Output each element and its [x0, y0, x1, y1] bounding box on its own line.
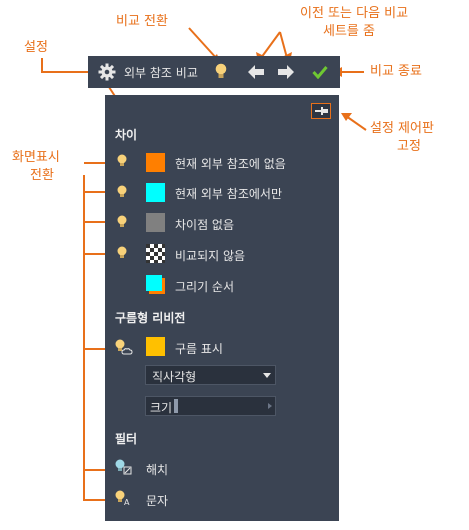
- hatch-label: 해치: [146, 463, 169, 477]
- color-swatch[interactable]: [146, 337, 165, 356]
- text-label: 문자: [146, 494, 169, 508]
- show-cloud-label: 구름 표시: [175, 342, 223, 356]
- annotation-pin-2: 고정: [397, 139, 421, 154]
- checker-swatch[interactable]: [146, 244, 165, 263]
- row-label: 현재 외부 참조에서만: [175, 187, 282, 201]
- text-bulb-icon[interactable]: A: [115, 490, 133, 506]
- annotation-prev-next: 이전 또는 다음 비교: [300, 6, 409, 21]
- cloud-shape-value: 직사각형: [152, 370, 197, 384]
- annotation-display-toggle: 화면표시: [12, 150, 60, 165]
- pin-icon: [315, 107, 328, 115]
- arrow-right-icon[interactable]: [278, 65, 294, 79]
- hatch-bulb-icon[interactable]: [115, 459, 133, 475]
- bulb-icon[interactable]: [215, 63, 227, 81]
- filter-heading: 필터: [115, 432, 138, 446]
- row-label: 그리기 순서: [175, 280, 235, 294]
- cloud-size-label: 크기: [150, 401, 173, 415]
- slider-thumb[interactable]: [174, 399, 178, 413]
- row-label: 현재 외부 참조에 없음: [175, 157, 286, 171]
- annotation-settings: 설정: [24, 40, 48, 55]
- svg-text:A: A: [124, 498, 130, 506]
- pin-button[interactable]: [311, 103, 331, 119]
- annotation-compare-toggle: 비교 전환: [116, 14, 168, 29]
- row-label: 차이점 없음: [175, 218, 235, 232]
- color-swatch[interactable]: [146, 183, 165, 202]
- cloud-size-slider[interactable]: 크기: [145, 396, 276, 416]
- bulb-icon[interactable]: [117, 246, 127, 260]
- bulb-icon[interactable]: [117, 154, 127, 168]
- cloud-bulb-icon[interactable]: [115, 339, 133, 355]
- arrow-left-icon[interactable]: [248, 65, 264, 79]
- chevron-down-icon: [263, 373, 271, 378]
- row-label: 비교되지 않음: [175, 249, 246, 263]
- toolbar-title: 외부 참조 비교: [124, 66, 198, 80]
- gear-icon[interactable]: [98, 63, 116, 81]
- draw-order-swatch[interactable]: [146, 275, 162, 291]
- compare-toolbar: 외부 참조 비교: [88, 56, 340, 88]
- settings-panel: 차이 현재 외부 참조에 없음 현재 외부 참조에서만 차이점 없음 비교되지 …: [105, 95, 339, 521]
- difference-heading: 차이: [115, 128, 138, 142]
- bulb-icon[interactable]: [117, 185, 127, 199]
- annotation-prev-next-2: 세트를 줌: [323, 24, 375, 39]
- annotation-pin: 설정 제어판: [370, 121, 434, 136]
- chevron-right-icon: [268, 403, 272, 409]
- cloud-shape-dropdown[interactable]: 직사각형: [145, 365, 276, 385]
- annotation-display-toggle-2: 전환: [30, 168, 54, 183]
- revcloud-heading: 구름형 리비전: [115, 311, 186, 325]
- color-swatch[interactable]: [146, 213, 165, 232]
- check-icon[interactable]: [312, 65, 328, 79]
- color-swatch[interactable]: [146, 153, 165, 172]
- bulb-icon[interactable]: [117, 215, 127, 229]
- annotation-exit-compare: 비교 종료: [370, 64, 422, 79]
